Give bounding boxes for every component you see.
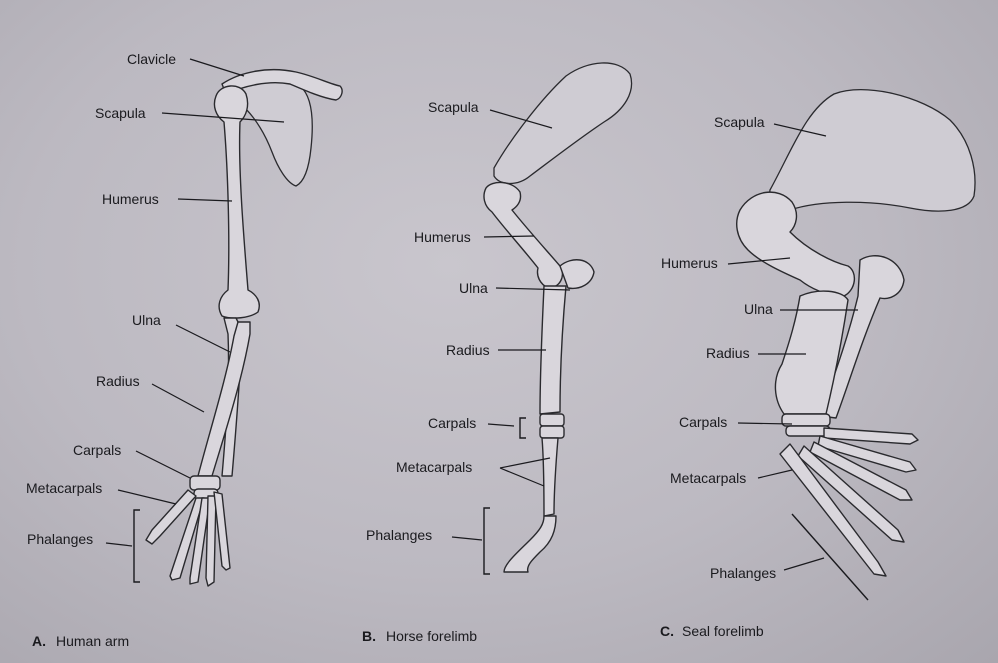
seal-digit-bones [779,443,887,577]
caption-horse-letter: B. [362,628,376,644]
horse-carpal-bone [539,413,565,427]
seal-label-scapula: Scapula [714,114,765,130]
horse-carpal-bone [539,425,565,439]
human-thumb-bones [145,489,197,545]
seal-label-metacarpals: Metacarpals [670,470,746,486]
seal-ulna-bone [819,255,905,419]
horse-label-radius: Radius [446,342,490,358]
horse-phalanges-bracket [483,507,490,575]
seal-label-ulna: Ulna [744,301,773,317]
seal-label-humerus: Humerus [661,255,718,271]
caption-horse-text: Horse forelimb [386,628,477,644]
human-label-metacarpals: Metacarpals [26,480,102,496]
seal-phalanges-bracket [791,513,869,601]
horse-scapula-bone [493,62,633,185]
horse-label-scapula: Scapula [428,99,479,115]
human-label-clavicle: Clavicle [127,51,176,67]
human-label-phalanges: Phalanges [27,531,93,547]
horse-label-phalanges: Phalanges [366,527,432,543]
seal-scapula-bone [769,88,976,212]
caption-human-letter: A. [32,633,46,649]
human-label-carpals: Carpals [73,442,121,458]
human-finger-bones [205,495,217,587]
human-label-humerus: Humerus [102,191,159,207]
human-phalanges-bracket [133,509,140,583]
horse-label-metacarpals: Metacarpals [396,459,472,475]
human-finger-bones [213,491,231,571]
human-label-radius: Radius [96,373,140,389]
seal-label-phalanges: Phalanges [710,565,776,581]
human-labels: Clavicle Scapula Humerus Ulna Radius Car… [26,51,176,547]
horse-labels: Scapula Humerus Ulna Radius Carpals Meta… [366,99,490,543]
caption-seal: C. Seal forelimb [660,623,764,639]
caption-seal-letter: C. [660,623,674,639]
seal-labels: Scapula Humerus Ulna Radius Carpals Meta… [661,114,776,581]
horse-forelimb-drawing [483,62,633,573]
seal-label-radius: Radius [706,345,750,361]
human-label-scapula: Scapula [95,105,146,121]
caption-horse: B. Horse forelimb [362,628,477,644]
seal-forelimb-drawing [736,88,976,577]
seal-digit-bones [823,427,919,445]
caption-seal-text: Seal forelimb [682,623,764,639]
horse-phalanx-bones [503,515,557,573]
human-label-ulna: Ulna [132,312,161,328]
seal-label-carpals: Carpals [679,414,727,430]
seal-digit-bones [809,441,913,501]
seal-digit-bones [797,445,905,543]
horse-label-humerus: Humerus [414,229,471,245]
caption-human: A. Human arm [32,633,129,649]
caption-human-text: Human arm [56,633,129,649]
horse-ulna-bone [559,259,595,290]
human-carpal-bone [189,475,221,491]
horse-carpals-bracket [519,417,526,439]
human-humerus-bone [213,85,260,319]
human-clavicle-bone [221,69,343,101]
horse-metacarpal-bone [541,437,559,517]
horse-label-ulna: Ulna [459,280,488,296]
leader-lines [105,58,869,601]
horse-radius-bone [539,285,567,415]
human-arm-drawing [145,69,343,587]
horse-label-carpals: Carpals [428,415,476,431]
horse-humerus-bone [483,181,564,289]
seal-humerus-bone [736,191,855,297]
